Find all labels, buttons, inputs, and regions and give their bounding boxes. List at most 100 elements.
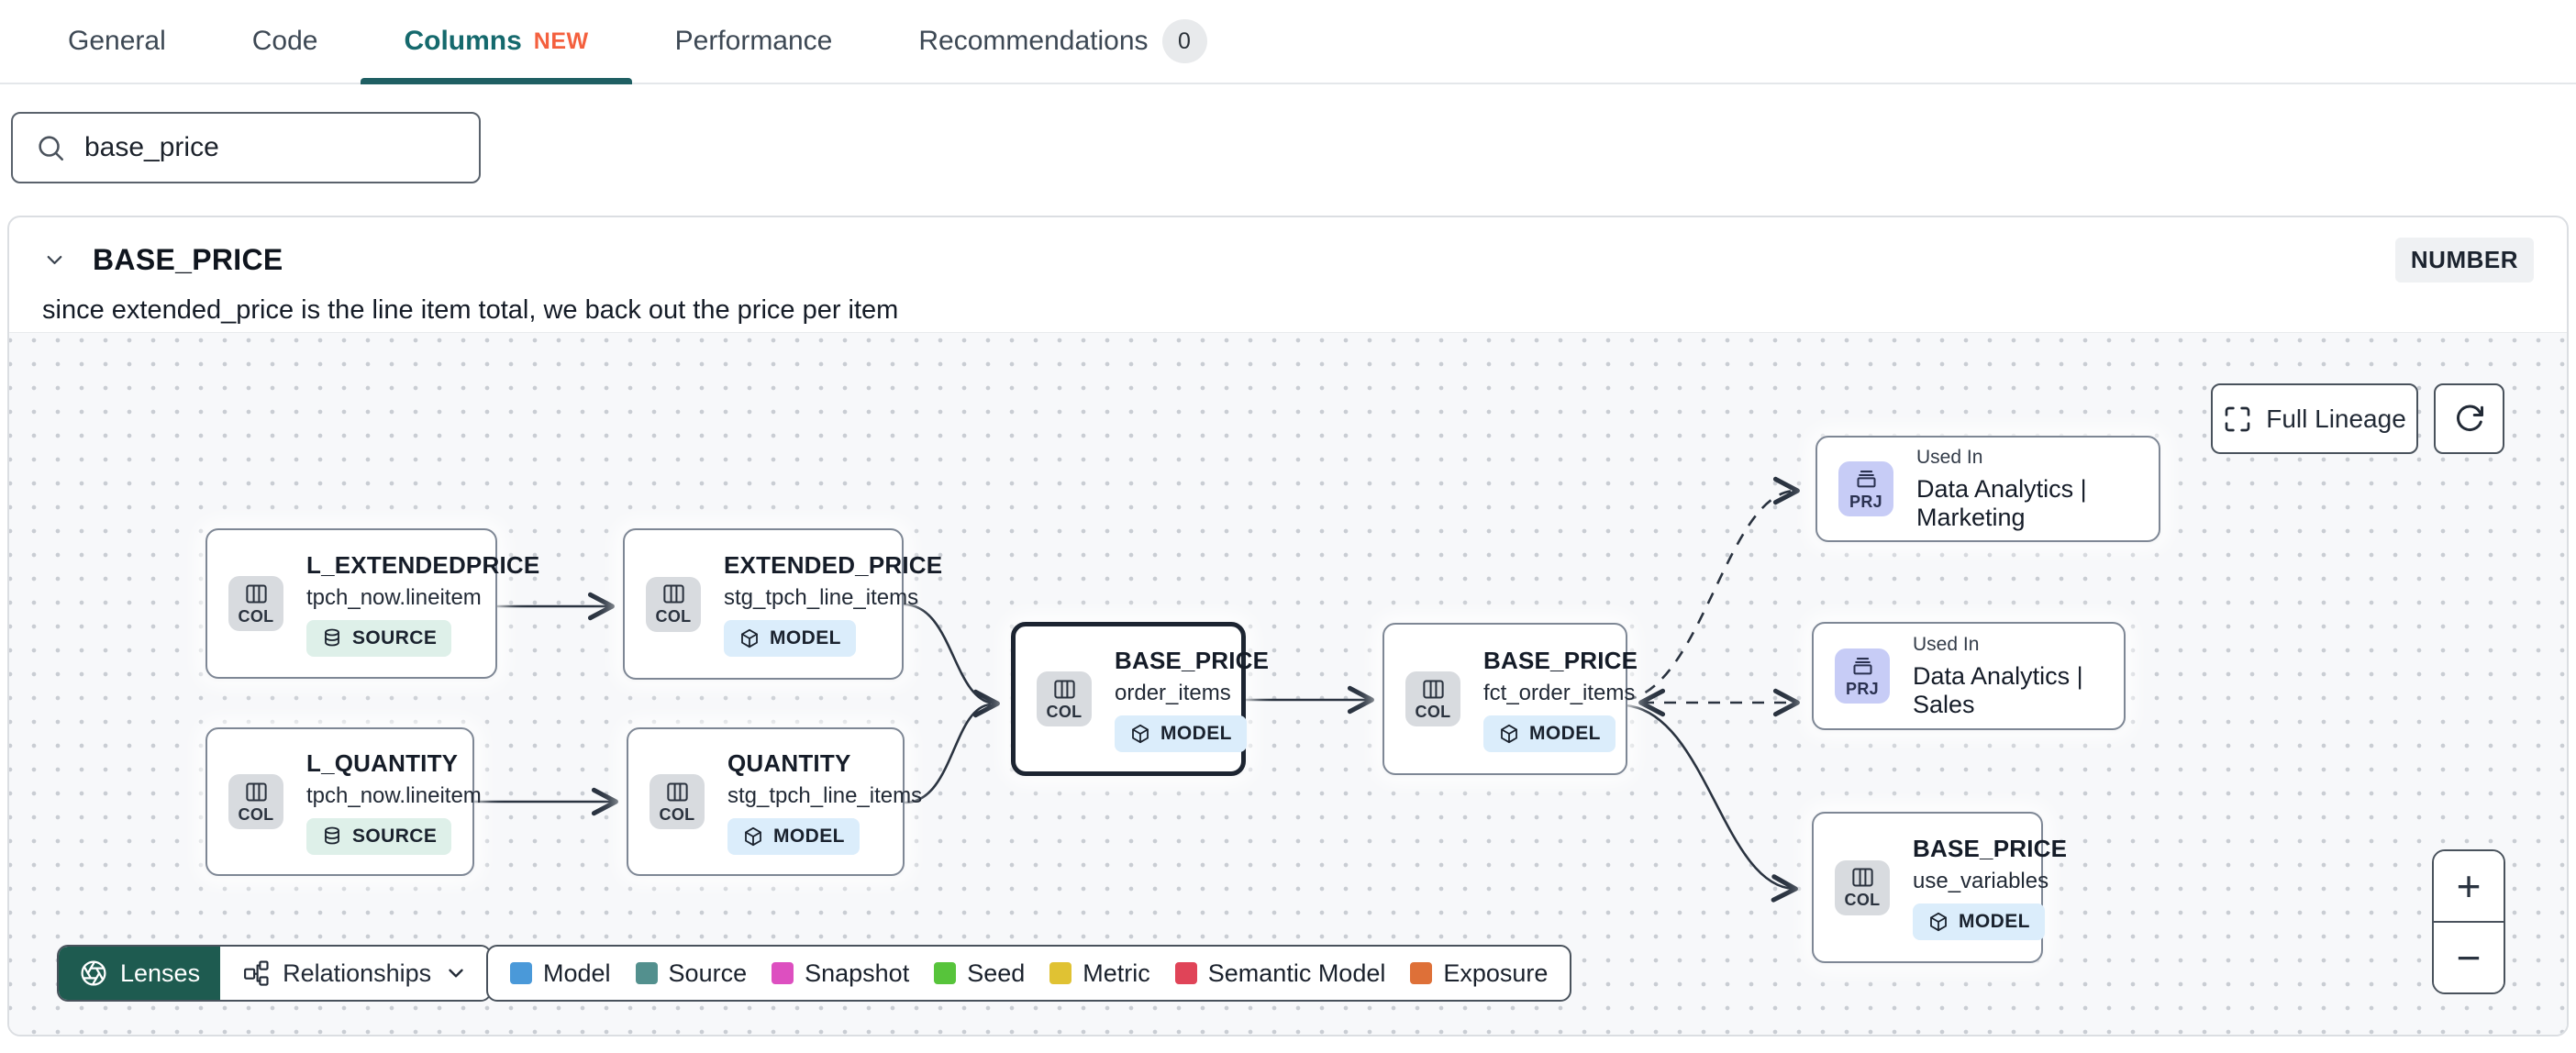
model-badge: MODEL [727,817,860,855]
node-subtitle: tpch_now.lineitem [306,584,482,610]
panel-header: BASE_PRICE NUMBER since extended_price i… [9,217,2567,326]
lineage-edges [474,476,1800,903]
lenses-label: Lenses [120,959,201,987]
model-badge: MODEL [1115,715,1247,752]
project-stack-icon [1856,470,1876,487]
new-badge: NEW [533,28,589,54]
lineage-node-l_extendedprice[interactable]: COL L_EXTENDEDPRICE tpch_now.lineitem SO… [205,528,539,679]
node-subtitle: order_items [1115,680,1231,705]
columns-icon [1053,679,1075,699]
relationships-icon [244,960,269,986]
tab-code[interactable]: Code [209,0,361,83]
legend-label: Seed [967,959,1026,987]
legend-swatch [1049,962,1072,984]
search-icon [39,136,64,161]
search-input[interactable] [84,132,457,163]
lineage-node-quantity[interactable]: COL QUANTITY stg_tpch_line_items MODEL [627,727,922,876]
legend-item-metric: Metric [1049,959,1150,988]
column-detail-panel: BASE_PRICE NUMBER since extended_price i… [7,216,2569,1036]
node-title: L_QUANTITY [306,748,459,777]
cube-icon [1501,724,1517,743]
lineage-node-base_price-fct_order_items[interactable]: COL BASE_PRICE fct_order_items MODEL [1382,623,1638,775]
node-title: EXTENDED_PRICE [724,551,943,579]
lineage-node-base_price-order_items-selected[interactable]: COL BASE_PRICE order_items MODEL [1011,622,1269,776]
legend-item-exposure: Exposure [1410,959,1548,988]
expand-icon [2225,406,2250,431]
tab-general[interactable]: General [25,0,209,83]
badge-label: SOURCE [352,626,438,648]
refresh-button[interactable] [2434,383,2504,454]
cube-icon [745,826,761,846]
legend-swatch [635,962,658,984]
zoom-out-button[interactable]: − [2434,923,2504,992]
column-chip: COL [228,576,283,631]
node-title: L_EXTENDEDPRICE [306,550,540,579]
database-icon [325,628,339,646]
chip-label: COL [238,804,274,824]
legend-item-seed: Seed [934,959,1025,988]
column-name: BASE_PRICE [93,243,283,276]
badge-label: MODEL [1529,722,1601,744]
source-badge: SOURCE [306,619,452,657]
lineage-node-base_price-use_variables[interactable]: COL BASE_PRICE use_variables MODEL [1812,812,2067,963]
node-subtitle: fct_order_items [1483,680,1636,705]
chip-label: COL [1415,702,1451,721]
columns-icon [662,584,684,604]
tab-recommendations[interactable]: Recommendations 0 [875,0,1249,83]
legend-label: Metric [1083,959,1150,987]
legend-item-model: Model [510,959,611,988]
column-search[interactable] [11,112,481,183]
columns-icon [245,781,267,802]
legend-label: Model [543,959,611,987]
legend-swatch [1410,962,1433,984]
column-chip: COL [646,576,701,632]
zoom-controls: + − [2432,849,2505,994]
tab-label: Columns [404,26,522,56]
node-subtitle: stg_tpch_line_items [727,782,923,808]
tab-performance[interactable]: Performance [632,0,876,83]
chevron-down-icon[interactable] [42,248,67,272]
relationships-dropdown[interactable]: Relationships [220,947,491,1000]
lineage-node-exposure-sales[interactable]: PRJ Used In Data Analytics | Sales [1812,622,2126,730]
lenses-button[interactable]: Lenses [59,947,221,1000]
badge-label: MODEL [770,627,841,648]
zoom-in-button[interactable]: + [2434,851,2504,923]
cube-icon [1132,724,1149,743]
refresh-icon [2456,405,2483,431]
legend-swatch [772,962,794,984]
badge-label: MODEL [1160,722,1232,744]
legend-item-source: Source [635,959,747,988]
legend-swatch [1174,962,1197,984]
columns-icon [245,583,267,604]
project-chip: PRJ [1835,648,1890,704]
node-title: Data Analytics | Marketing [1916,474,2087,531]
node-title: BASE_PRICE [1115,646,1270,674]
badge-label: MODEL [1959,911,2030,932]
cube-icon [741,628,758,648]
source-badge: SOURCE [306,817,452,855]
legend-label: Semantic Model [1207,959,1386,987]
column-chip: COL [1835,859,1890,915]
full-lineage-button[interactable]: Full Lineage [2211,383,2418,454]
badge-label: MODEL [773,825,845,847]
node-subtitle: use_variables [1913,869,2049,893]
column-chip: COL [228,774,283,829]
full-lineage-label: Full Lineage [2266,404,2406,433]
chevron-down-icon [449,969,463,978]
legend-swatch [934,962,957,984]
lineage-node-exposure-marketing[interactable]: PRJ Used In Data Analytics | Marketing [1815,436,2160,542]
recommendations-count-badge: 0 [1161,19,1207,63]
legend-item-semantic-model: Semantic Model [1174,959,1386,988]
model-badge: MODEL [1913,903,2045,940]
columns-icon [1851,868,1873,887]
lineage-node-extended_price[interactable]: COL EXTENDED_PRICE stg_tpch_line_items M… [623,528,942,680]
tab-columns[interactable]: Columns NEW [361,0,632,84]
lineage-canvas[interactable]: COL L_EXTENDEDPRICE tpch_now.lineitem SO… [9,332,2567,1035]
lineage-node-l_quantity[interactable]: COL L_QUANTITY tpch_now.lineitem SOURCE [205,727,482,876]
badge-label: SOURCE [352,825,438,847]
tab-label: Performance [674,26,833,56]
aperture-icon [81,960,106,986]
columns-icon [666,781,688,802]
project-chip: PRJ [1838,461,1893,516]
node-title: BASE_PRICE [1483,646,1638,674]
